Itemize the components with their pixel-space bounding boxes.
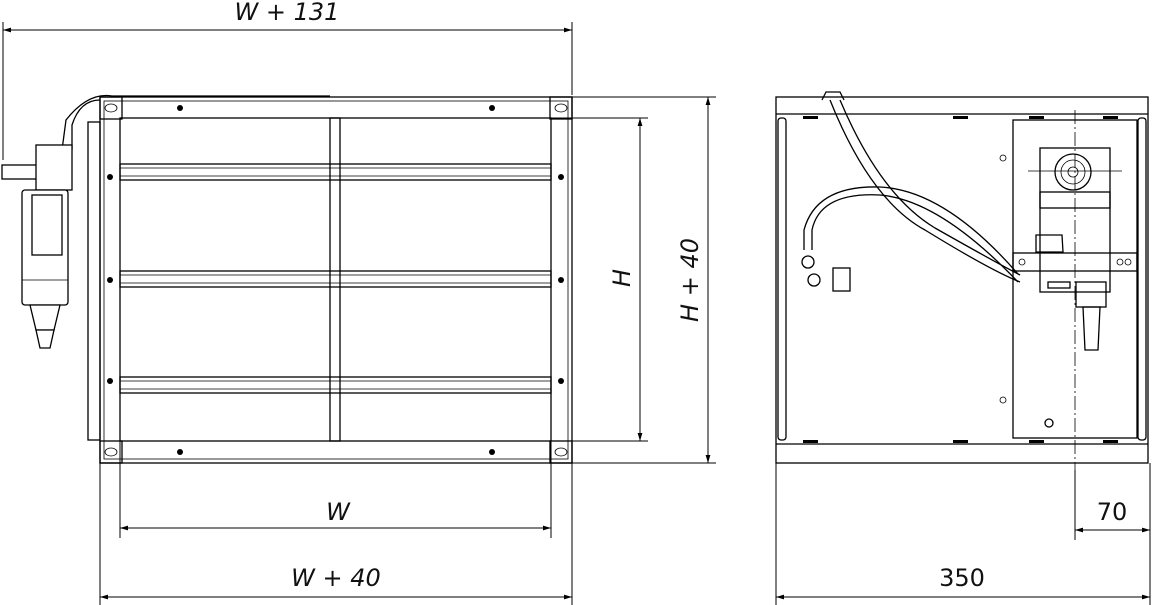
dim-label-w-plus-131: W + 131 [235, 0, 340, 26]
dim-label-w: W [326, 498, 351, 526]
dim-label-w-plus-40: W + 40 [291, 564, 381, 592]
housing [775, 96, 1149, 464]
outer-frame [99, 96, 573, 464]
dim-label-h-plus-40: H + 40 [676, 238, 704, 322]
actuator-side [1, 94, 330, 441]
corner-brackets [99, 96, 573, 464]
front-view [1, 94, 573, 464]
dim-label-actuator-offset: 70 [1097, 498, 1128, 526]
dimension-lines [2, 22, 1151, 605]
bolt-holes [107, 105, 564, 455]
side-view [775, 91, 1149, 470]
dim-label-h: H [608, 269, 636, 287]
damper-blades [119, 163, 552, 394]
dim-label-depth: 350 [939, 564, 985, 592]
center-bar [329, 117, 341, 442]
